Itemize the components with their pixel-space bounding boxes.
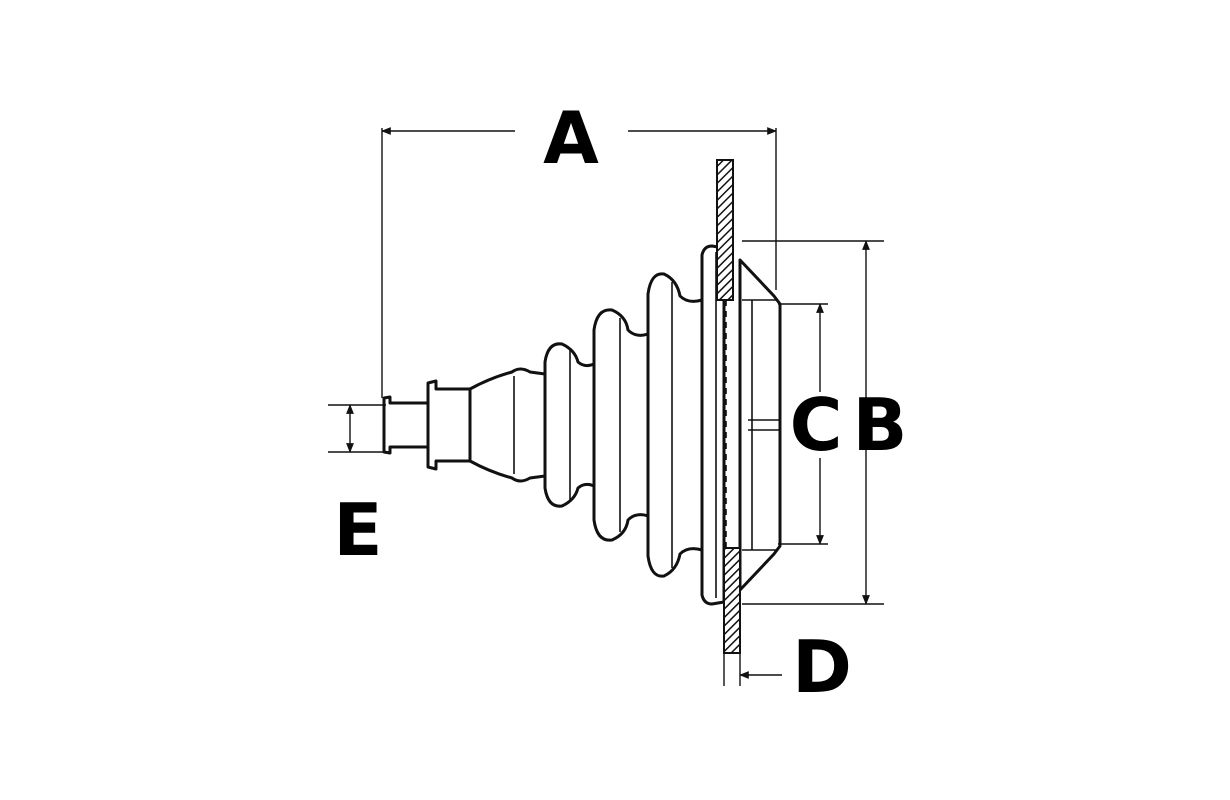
dimension-b-label: B — [853, 383, 908, 467]
boot-neck — [468, 367, 547, 483]
mounting-plate — [716, 159, 741, 654]
boot-convolution-2 — [592, 308, 650, 542]
dimension-c: C — [778, 303, 843, 545]
dimension-e: E — [328, 404, 386, 572]
dimension-d: D — [723, 625, 852, 709]
dimension-e-label: E — [333, 488, 382, 572]
plate-lower — [723, 547, 741, 654]
dimension-d-label: D — [792, 625, 852, 709]
bellows-boot — [382, 244, 782, 606]
dimension-a-label: A — [543, 96, 599, 180]
boot-cone — [738, 258, 782, 592]
boot-convolution-3 — [646, 272, 704, 578]
boot-collar — [426, 379, 472, 471]
boot-tip — [382, 395, 432, 455]
dimension-c-label: C — [790, 383, 843, 467]
dimension-a: A — [381, 96, 777, 398]
plate-upper — [716, 159, 734, 301]
dimension-b: B — [742, 240, 908, 605]
